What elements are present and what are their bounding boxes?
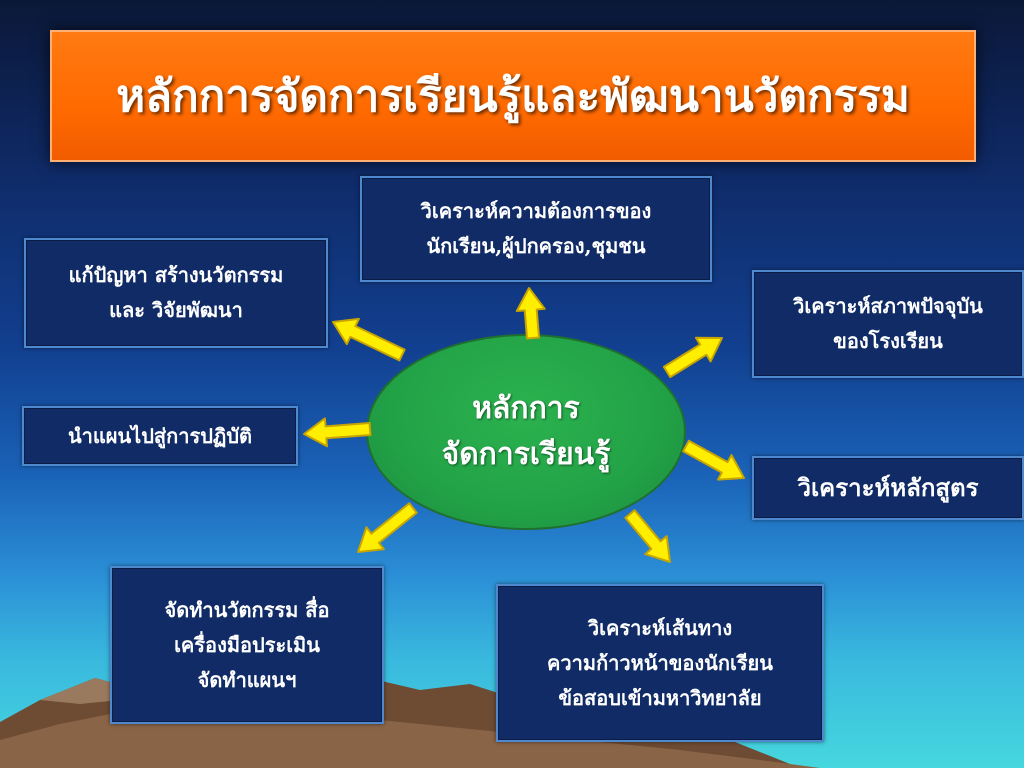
node-solve-problems-line2: และ วิจัยพัฒนา [109,298,243,322]
center-line2: จัดการเรียนรู้ [441,437,611,472]
node-curriculum-line1: วิเคราะห์หลักสูตร [797,473,979,502]
node-needs-analysis: วิเคราะห์ความต้องการของ นักเรียน,ผู้ปกคร… [360,176,712,282]
node-create-innovation-line3: จัดทำแผนฯ [197,667,297,692]
node-create-innovation-line1: จัดทำนวัตกรรม สื่อ [164,597,330,622]
node-create-innovation: จัดทำนวัตกรรม สื่อ เครื่องมือประเมิน จัด… [110,566,384,724]
node-school-status-line2: ของโรงเรียน [833,329,943,353]
node-needs-analysis-line1: วิเคราะห์ความต้องการของ [420,199,652,223]
node-solve-problems-line1: แก้ปัญหา สร้างนวัตกรรม [68,263,284,287]
node-implement-plan: นำแผนไปสู่การปฏิบัติ [22,406,298,466]
node-solve-problems: แก้ปัญหา สร้างนวัตกรรม และ วิจัยพัฒนา [24,238,328,348]
node-career-path-line2: ความก้าวหน้าของนักเรียน [547,650,773,675]
node-implement-plan-line1: นำแผนไปสู่การปฏิบัติ [67,423,253,448]
title-banner: หลักการจัดการเรียนรู้และพัฒนานวัตกรรม [50,30,976,162]
node-school-status: วิเคราะห์สภาพปัจจุบัน ของโรงเรียน [752,270,1024,378]
node-create-innovation-line2: เครื่องมือประเมิน [174,632,320,657]
node-needs-analysis-line2: นักเรียน,ผู้ปกครอง,ชุมชน [426,234,646,258]
center-ellipse: หลักการ จัดการเรียนรู้ [366,334,686,530]
node-school-status-line1: วิเคราะห์สภาพปัจจุบัน [793,294,983,318]
center-line1: หลักการ [472,390,580,426]
node-career-path-line3: ข้อสอบเข้ามหาวิทยาลัย [558,685,762,710]
node-curriculum: วิเคราะห์หลักสูตร [752,456,1024,520]
node-career-path: วิเคราะห์เส้นทาง ความก้าวหน้าของนักเรียน… [496,584,824,742]
node-career-path-line1: วิเคราะห์เส้นทาง [587,615,733,640]
page-title: หลักการจัดการเรียนรู้และพัฒนานวัตกรรม [116,71,910,122]
